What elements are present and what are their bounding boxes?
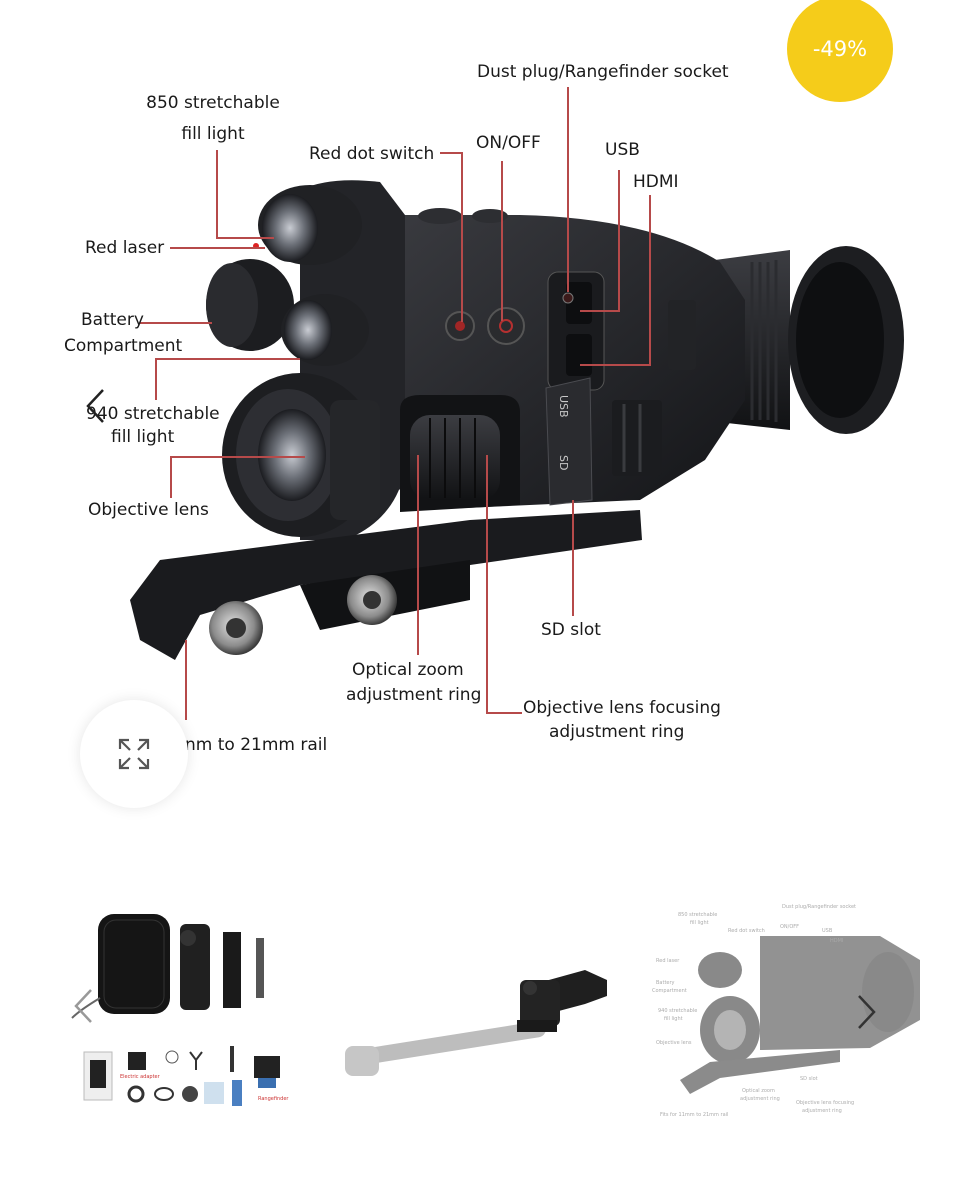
leader-line — [170, 247, 265, 249]
callout-red-dot-switch: Red dot switch — [309, 144, 435, 164]
callout-940-fill-light-1: 940 stretchable — [86, 404, 220, 424]
callout-battery-1: Battery — [81, 310, 144, 330]
callout-rail: nm to 21mm rail — [185, 735, 328, 755]
leader-line — [486, 712, 522, 714]
leader-line — [618, 170, 620, 310]
thumb3-dust: Dust plug/Rangefinder socket — [782, 904, 856, 910]
thumb-label-adapter: Electric adapter — [120, 1074, 161, 1080]
callout-on-off: ON/OFF — [476, 133, 541, 153]
thumbnail-mounted-on-rifle[interactable] — [345, 880, 615, 1140]
callout-sd-slot: SD slot — [541, 620, 601, 640]
thumbnail-strip: Electric adapter Rangefinder — [0, 880, 960, 1150]
chevron-left-icon — [74, 989, 92, 1023]
callout-optical-zoom-1: Optical zoom — [352, 660, 464, 680]
package-contents-image: Electric adapter Rangefinder — [71, 914, 289, 1106]
thumb3-zoom-b: adjustment ring — [740, 1096, 780, 1102]
thumbs-prev-button[interactable] — [66, 984, 100, 1028]
thumb3-laser: Red laser — [656, 958, 680, 964]
usb-mark: USB — [557, 395, 570, 418]
leader-line — [501, 161, 503, 321]
leader-line — [572, 500, 574, 616]
leader-line — [440, 152, 462, 154]
thumb3-sd: SD slot — [800, 1076, 818, 1082]
leader-line — [155, 358, 300, 360]
leader-line — [216, 237, 274, 239]
thumbs-next-button[interactable] — [850, 990, 884, 1034]
leader-line — [417, 455, 419, 655]
callout-usb: USB — [605, 140, 640, 160]
thumb3-850a: 850 stretchable — [678, 912, 718, 918]
leader-line — [155, 358, 157, 400]
sd-mark: SD — [557, 455, 570, 470]
thumb3-obj: Objective lens — [656, 1040, 692, 1046]
leader-line — [649, 195, 651, 365]
prev-image-button[interactable] — [78, 384, 112, 428]
thumb3-hdmi: HDMI — [830, 938, 844, 944]
night-vision-scope-illustration: USB SD — [130, 180, 904, 660]
expand-icon — [118, 738, 150, 770]
discount-badge-text: -49% — [812, 37, 868, 61]
leader-line — [486, 455, 488, 713]
callout-focus-ring-1: Objective lens focusing — [523, 698, 721, 718]
thumb3-focus-b: adjustment ring — [802, 1108, 842, 1114]
leader-line — [170, 456, 305, 458]
leader-line — [185, 640, 187, 720]
thumb-label-rangefinder: Rangefinder — [258, 1096, 289, 1102]
thumbnail-package-contents[interactable]: Electric adapter Rangefinder — [60, 880, 310, 1140]
expand-image-button[interactable] — [80, 700, 188, 808]
mounted-scope-image — [345, 970, 607, 1076]
thumb3-batt-b: Compartment — [652, 988, 687, 994]
thumb3-usb: USB — [822, 928, 833, 934]
thumb3-zoom-a: Optical zoom — [742, 1088, 775, 1094]
callout-dust-plug: Dust plug/Rangefinder socket — [477, 62, 729, 82]
callout-objective-lens: Objective lens — [88, 500, 209, 520]
chevron-right-icon — [858, 995, 876, 1029]
leader-line — [461, 152, 463, 322]
thumb3-rail: Fits for 11mm to 21mm rail — [660, 1112, 729, 1118]
thumb3-850b: fill light — [690, 920, 709, 926]
callout-hdmi: HDMI — [633, 172, 679, 192]
thumb3-onoff: ON/OFF — [780, 924, 800, 930]
chevron-left-icon — [86, 389, 104, 423]
callout-battery-2: Compartment — [64, 336, 183, 356]
callout-940-fill-light-2: fill light — [111, 427, 175, 447]
thumbnail-diagram[interactable]: Dust plug/Rangefinder socket 850 stretch… — [650, 880, 930, 1140]
thumb3-reddot: Red dot switch — [728, 928, 765, 934]
thumb3-940a: 940 stretchable — [658, 1008, 698, 1014]
callout-850-fill-light-2: fill light — [181, 124, 245, 144]
leader-line — [580, 310, 620, 312]
leader-line — [170, 456, 172, 498]
leader-line — [567, 87, 569, 292]
leader-line — [140, 322, 212, 324]
leader-line — [580, 364, 651, 366]
callout-red-laser: Red laser — [85, 238, 165, 258]
callout-focus-ring-2: adjustment ring — [549, 722, 685, 742]
callout-optical-zoom-2: adjustment ring — [346, 685, 482, 705]
thumb3-940b: fill light — [664, 1016, 683, 1022]
diagram-thumb-image — [680, 936, 920, 1094]
leader-line — [216, 150, 218, 238]
discount-badge: -49% — [787, 0, 893, 102]
thumb3-focus-a: Objective lens focusing — [796, 1100, 855, 1106]
callout-850-fill-light-1: 850 stretchable — [146, 93, 280, 113]
product-image-main: USB SD — [64, 0, 904, 808]
thumb3-batt-a: Battery — [656, 980, 675, 986]
